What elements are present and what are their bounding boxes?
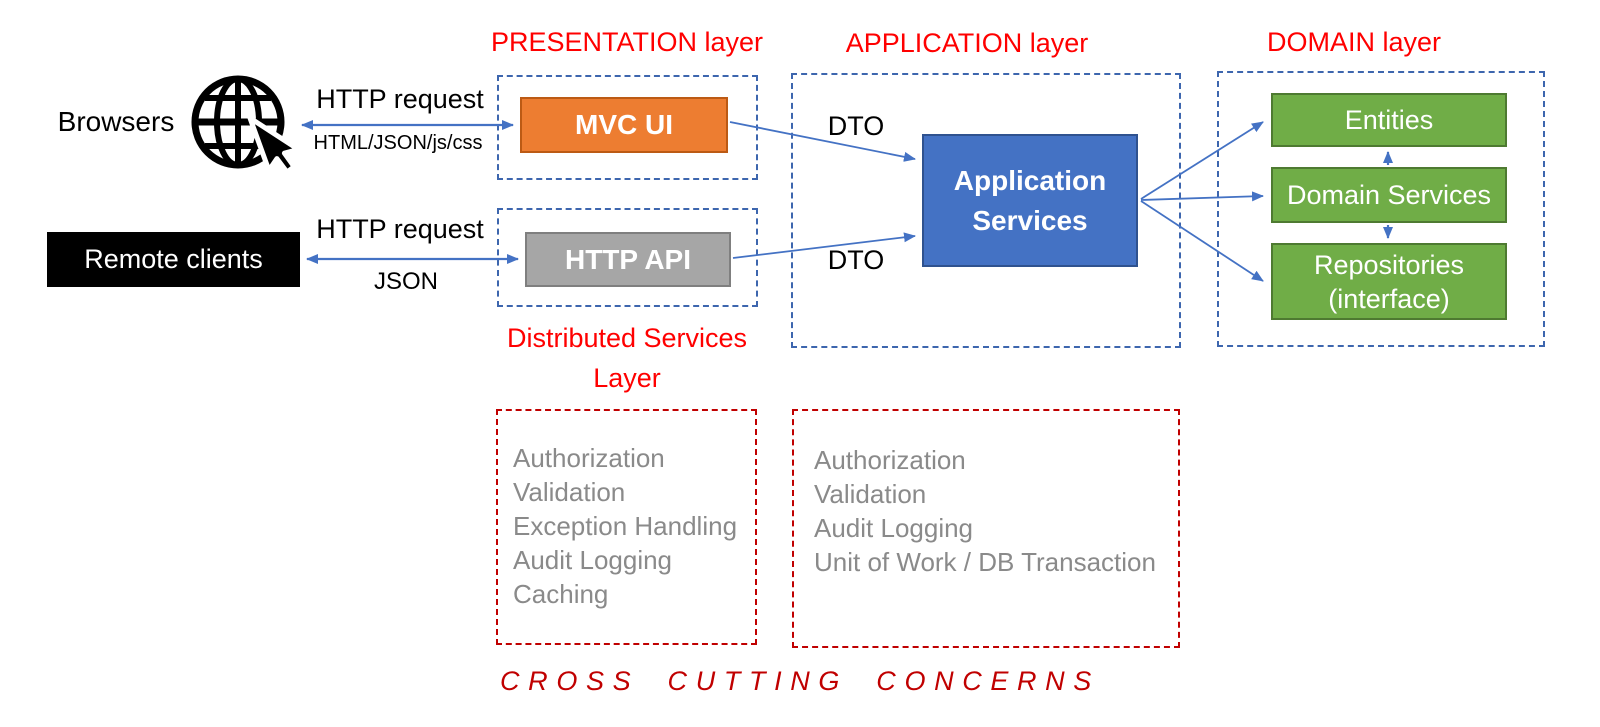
application-concerns-list: Authorization Validation Audit Logging U…: [814, 443, 1156, 579]
application-concerns-container: [792, 409, 1180, 648]
remote-clients-box: Remote clients: [47, 232, 300, 287]
application-services-label: Application Services: [953, 164, 1107, 236]
domain-services-label: Domain Services: [1286, 179, 1492, 210]
entities-label: Entities: [1344, 104, 1434, 135]
browser-payload-label: HTML/JSON/js/css: [313, 132, 483, 154]
concern-item: Exception Handling: [513, 511, 738, 541]
dto-bottom-label: DTO: [827, 245, 885, 275]
concern-item: Authorization: [513, 443, 665, 473]
globe-grid: [191, 75, 285, 169]
concern-item: Unit of Work / DB Transaction: [814, 547, 1156, 577]
concern-item: Validation: [513, 477, 626, 507]
concern-item: Audit Logging: [513, 545, 673, 575]
presentation-concerns-list: Authorization Validation Exception Handl…: [513, 441, 737, 611]
remote-http-request-label: HTTP request: [316, 214, 484, 244]
repositories-box: Repositories (interface): [1271, 243, 1507, 320]
entities-box: Entities: [1271, 93, 1507, 147]
remote-clients-label: Remote clients: [84, 244, 263, 274]
cursor-icon: [247, 115, 301, 175]
concern-item: Caching: [513, 579, 609, 609]
browsers-label: Browsers: [57, 106, 175, 137]
browser-http-request-label: HTTP request: [316, 84, 484, 114]
repositories-label: Repositories (interface): [1313, 249, 1465, 314]
mvc-ui-box: MVC UI: [520, 97, 728, 153]
domain-layer-title: DOMAIN layer: [1266, 27, 1442, 57]
mvc-ui-label: MVC UI: [575, 109, 673, 140]
concern-item: Authorization: [814, 445, 966, 475]
http-api-label: HTTP API: [564, 243, 691, 275]
cross-cutting-concerns-title: CROSS CUTTING CONCERNS: [500, 666, 1100, 696]
concern-item: Audit Logging: [814, 513, 974, 543]
application-layer-title: APPLICATION layer: [845, 28, 1089, 58]
dto-top-label: DTO: [827, 111, 885, 141]
distributed-services-layer-title: Distributed Services Layer: [506, 323, 748, 393]
presentation-layer-title: PRESENTATION layer: [490, 27, 764, 57]
application-services-box: Application Services: [922, 134, 1138, 267]
presentation-concerns-container: [496, 409, 757, 645]
concern-item: Validation: [814, 479, 927, 509]
remote-payload-label: JSON: [373, 268, 438, 295]
domain-services-box: Domain Services: [1271, 167, 1507, 223]
http-api-box: HTTP API: [525, 232, 731, 287]
browser-globe-icon: [191, 75, 301, 175]
